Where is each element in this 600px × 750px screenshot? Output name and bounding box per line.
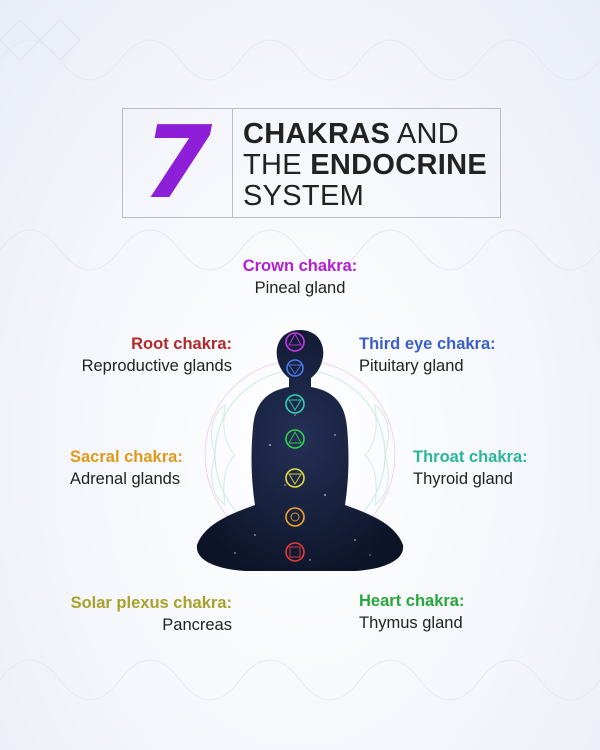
title-box: 7 CHAKRAS AND THE ENDOCRINE SYSTEM xyxy=(122,108,501,218)
heart-chakra-name: Heart chakra: xyxy=(359,592,465,610)
third-eye-chakra-icon xyxy=(286,359,304,377)
title-text: CHAKRAS AND THE ENDOCRINE SYSTEM xyxy=(233,109,487,217)
label-crown: Crown chakra: Pineal gland xyxy=(220,255,380,299)
solar-plexus-chakra-icon xyxy=(285,468,305,488)
third-eye-chakra-name: Third eye chakra: xyxy=(359,335,496,353)
crown-chakra-name: Crown chakra: xyxy=(242,257,358,275)
root-gland: Reproductive glands xyxy=(81,357,232,375)
sacral-gland: Adrenal glands xyxy=(70,470,181,488)
root-chakra-icon xyxy=(285,542,305,562)
label-third-eye: Third eye chakra: Pituitary gland xyxy=(359,333,496,377)
solar-plexus-gland: Pancreas xyxy=(162,616,232,634)
label-sacral: Sacral chakra: Adrenal glands xyxy=(70,446,183,490)
title-word-endocrine: ENDOCRINE xyxy=(310,149,487,181)
throat-chakra-name: Throat chakra: xyxy=(413,448,528,466)
title-word-chakras: CHAKRAS xyxy=(243,118,391,150)
root-chakra-name: Root chakra: xyxy=(131,335,232,353)
throat-gland: Thyroid gland xyxy=(413,470,513,488)
title-word-system: SYSTEM xyxy=(243,180,365,212)
figure-silhouette xyxy=(196,330,404,571)
crown-gland: Pineal gland xyxy=(254,279,346,297)
sacral-chakra-icon xyxy=(285,507,305,527)
meditating-figure xyxy=(196,330,404,571)
sacral-chakra-name: Sacral chakra: xyxy=(70,448,183,466)
label-solar-plexus: Solar plexus chakra: Pancreas xyxy=(40,592,232,636)
chakra-symbols xyxy=(285,332,305,562)
throat-chakra-icon xyxy=(285,394,305,414)
title-number: 7 xyxy=(123,109,233,217)
stars xyxy=(234,414,371,561)
label-root: Root chakra: Reproductive glands xyxy=(40,333,232,377)
third-eye-gland: Pituitary gland xyxy=(359,357,464,375)
title-word-the: THE xyxy=(243,149,311,181)
label-heart: Heart chakra: Thymus gland xyxy=(359,590,464,634)
heart-gland: Thymus gland xyxy=(359,614,463,632)
title-word-and: AND xyxy=(390,118,459,150)
solar-plexus-chakra-name: Solar plexus chakra: xyxy=(70,594,232,612)
heart-chakra-icon xyxy=(285,429,305,449)
label-throat: Throat chakra: Thyroid gland xyxy=(413,446,528,490)
